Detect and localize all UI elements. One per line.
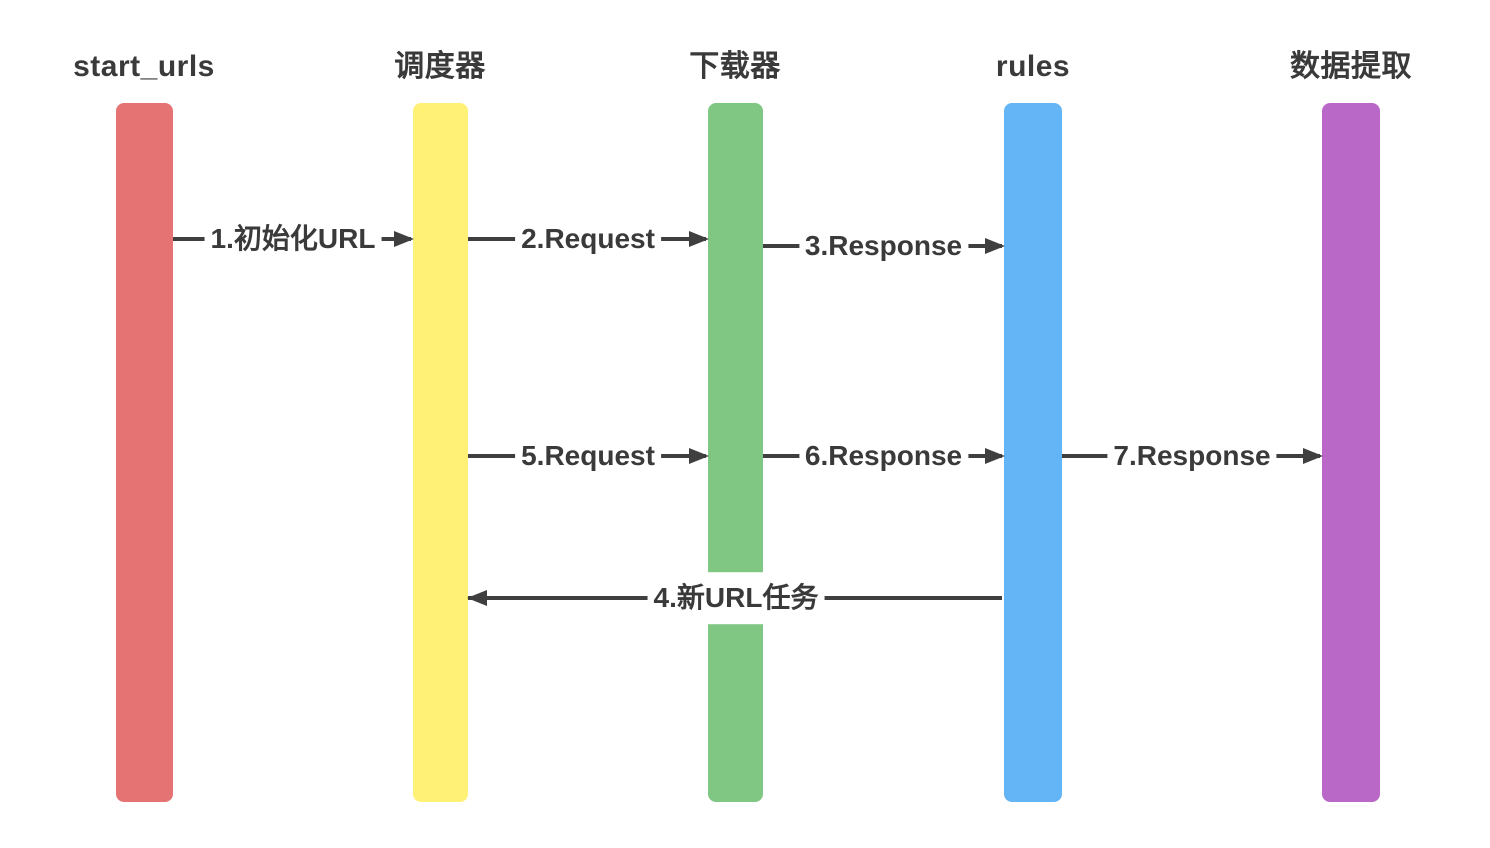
arrow-5-request: 5.Request [468,428,709,484]
lifeline-bar-downloader [708,103,763,802]
arrow-7-label: 7.Response [1107,430,1277,482]
arrow-1-right-arrowhead-icon [394,231,414,247]
arrow-1-label: 1.初始化URL [204,213,382,265]
lifeline-bar-extract [1322,103,1380,802]
arrow-1-init-url: 1.初始化URL [173,211,414,267]
lifeline-bar-start-urls [116,103,173,802]
arrow-5-label: 5.Request [515,430,661,482]
arrow-2-request: 2.Request [468,211,709,267]
lane-label-start-urls: start_urls [73,50,215,83]
arrow-5-right-arrowhead-icon [689,448,709,464]
lane-label-rules: rules [995,50,1071,83]
arrow-2-right-arrowhead-icon [689,231,709,247]
arrow-4-label: 4.新URL任务 [647,572,825,624]
arrow-6-right-arrowhead-icon [985,448,1005,464]
arrow-2-label: 2.Request [515,213,661,265]
lifeline-bar-scheduler [413,103,468,802]
arrow-6-label: 6.Response [798,430,969,482]
arrow-3-response: 3.Response [763,218,1005,274]
arrow-7-right-arrowhead-icon [1303,448,1323,464]
arrow-4-new-url-task: 4.新URL任务 [467,570,1004,626]
arrow-4-left-arrowhead-icon [467,590,487,606]
lifeline-bar-rules [1004,103,1062,802]
lane-label-downloader: 下载器 [689,50,781,83]
arrow-6-response: 6.Response [763,428,1005,484]
arrow-7-response: 7.Response [1062,428,1323,484]
arrow-3-label: 3.Response [798,220,969,272]
arrow-3-right-arrowhead-icon [985,238,1005,254]
lane-label-scheduler: 调度器 [394,50,486,83]
lane-label-extract: 数据提取 [1290,50,1412,83]
